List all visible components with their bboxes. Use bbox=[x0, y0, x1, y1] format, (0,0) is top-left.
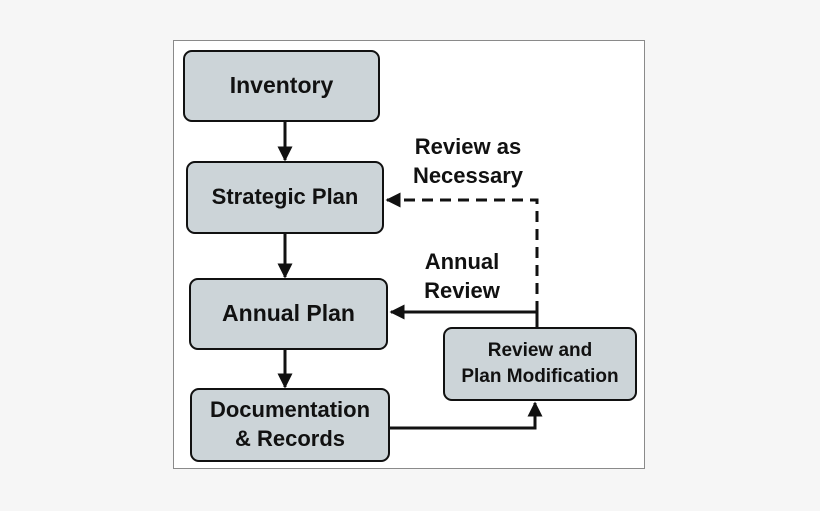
label-annual-review: Annual Review bbox=[424, 249, 500, 303]
node-inventory: Inventory bbox=[183, 50, 380, 122]
arrow-documentation-to-review bbox=[390, 401, 543, 430]
label-review-as-necessary: Review as Necessary bbox=[412, 134, 524, 188]
dashed-arrow-review-to-strategic bbox=[385, 192, 539, 312]
node-strategic-plan: Strategic Plan bbox=[186, 161, 384, 234]
node-annual-plan: Annual Plan bbox=[189, 278, 388, 350]
node-review-plan-modification: Review and Plan Modification bbox=[443, 327, 637, 401]
arrow-review-to-annual bbox=[389, 304, 539, 327]
node-documentation-records: Documentation & Records bbox=[190, 388, 390, 462]
